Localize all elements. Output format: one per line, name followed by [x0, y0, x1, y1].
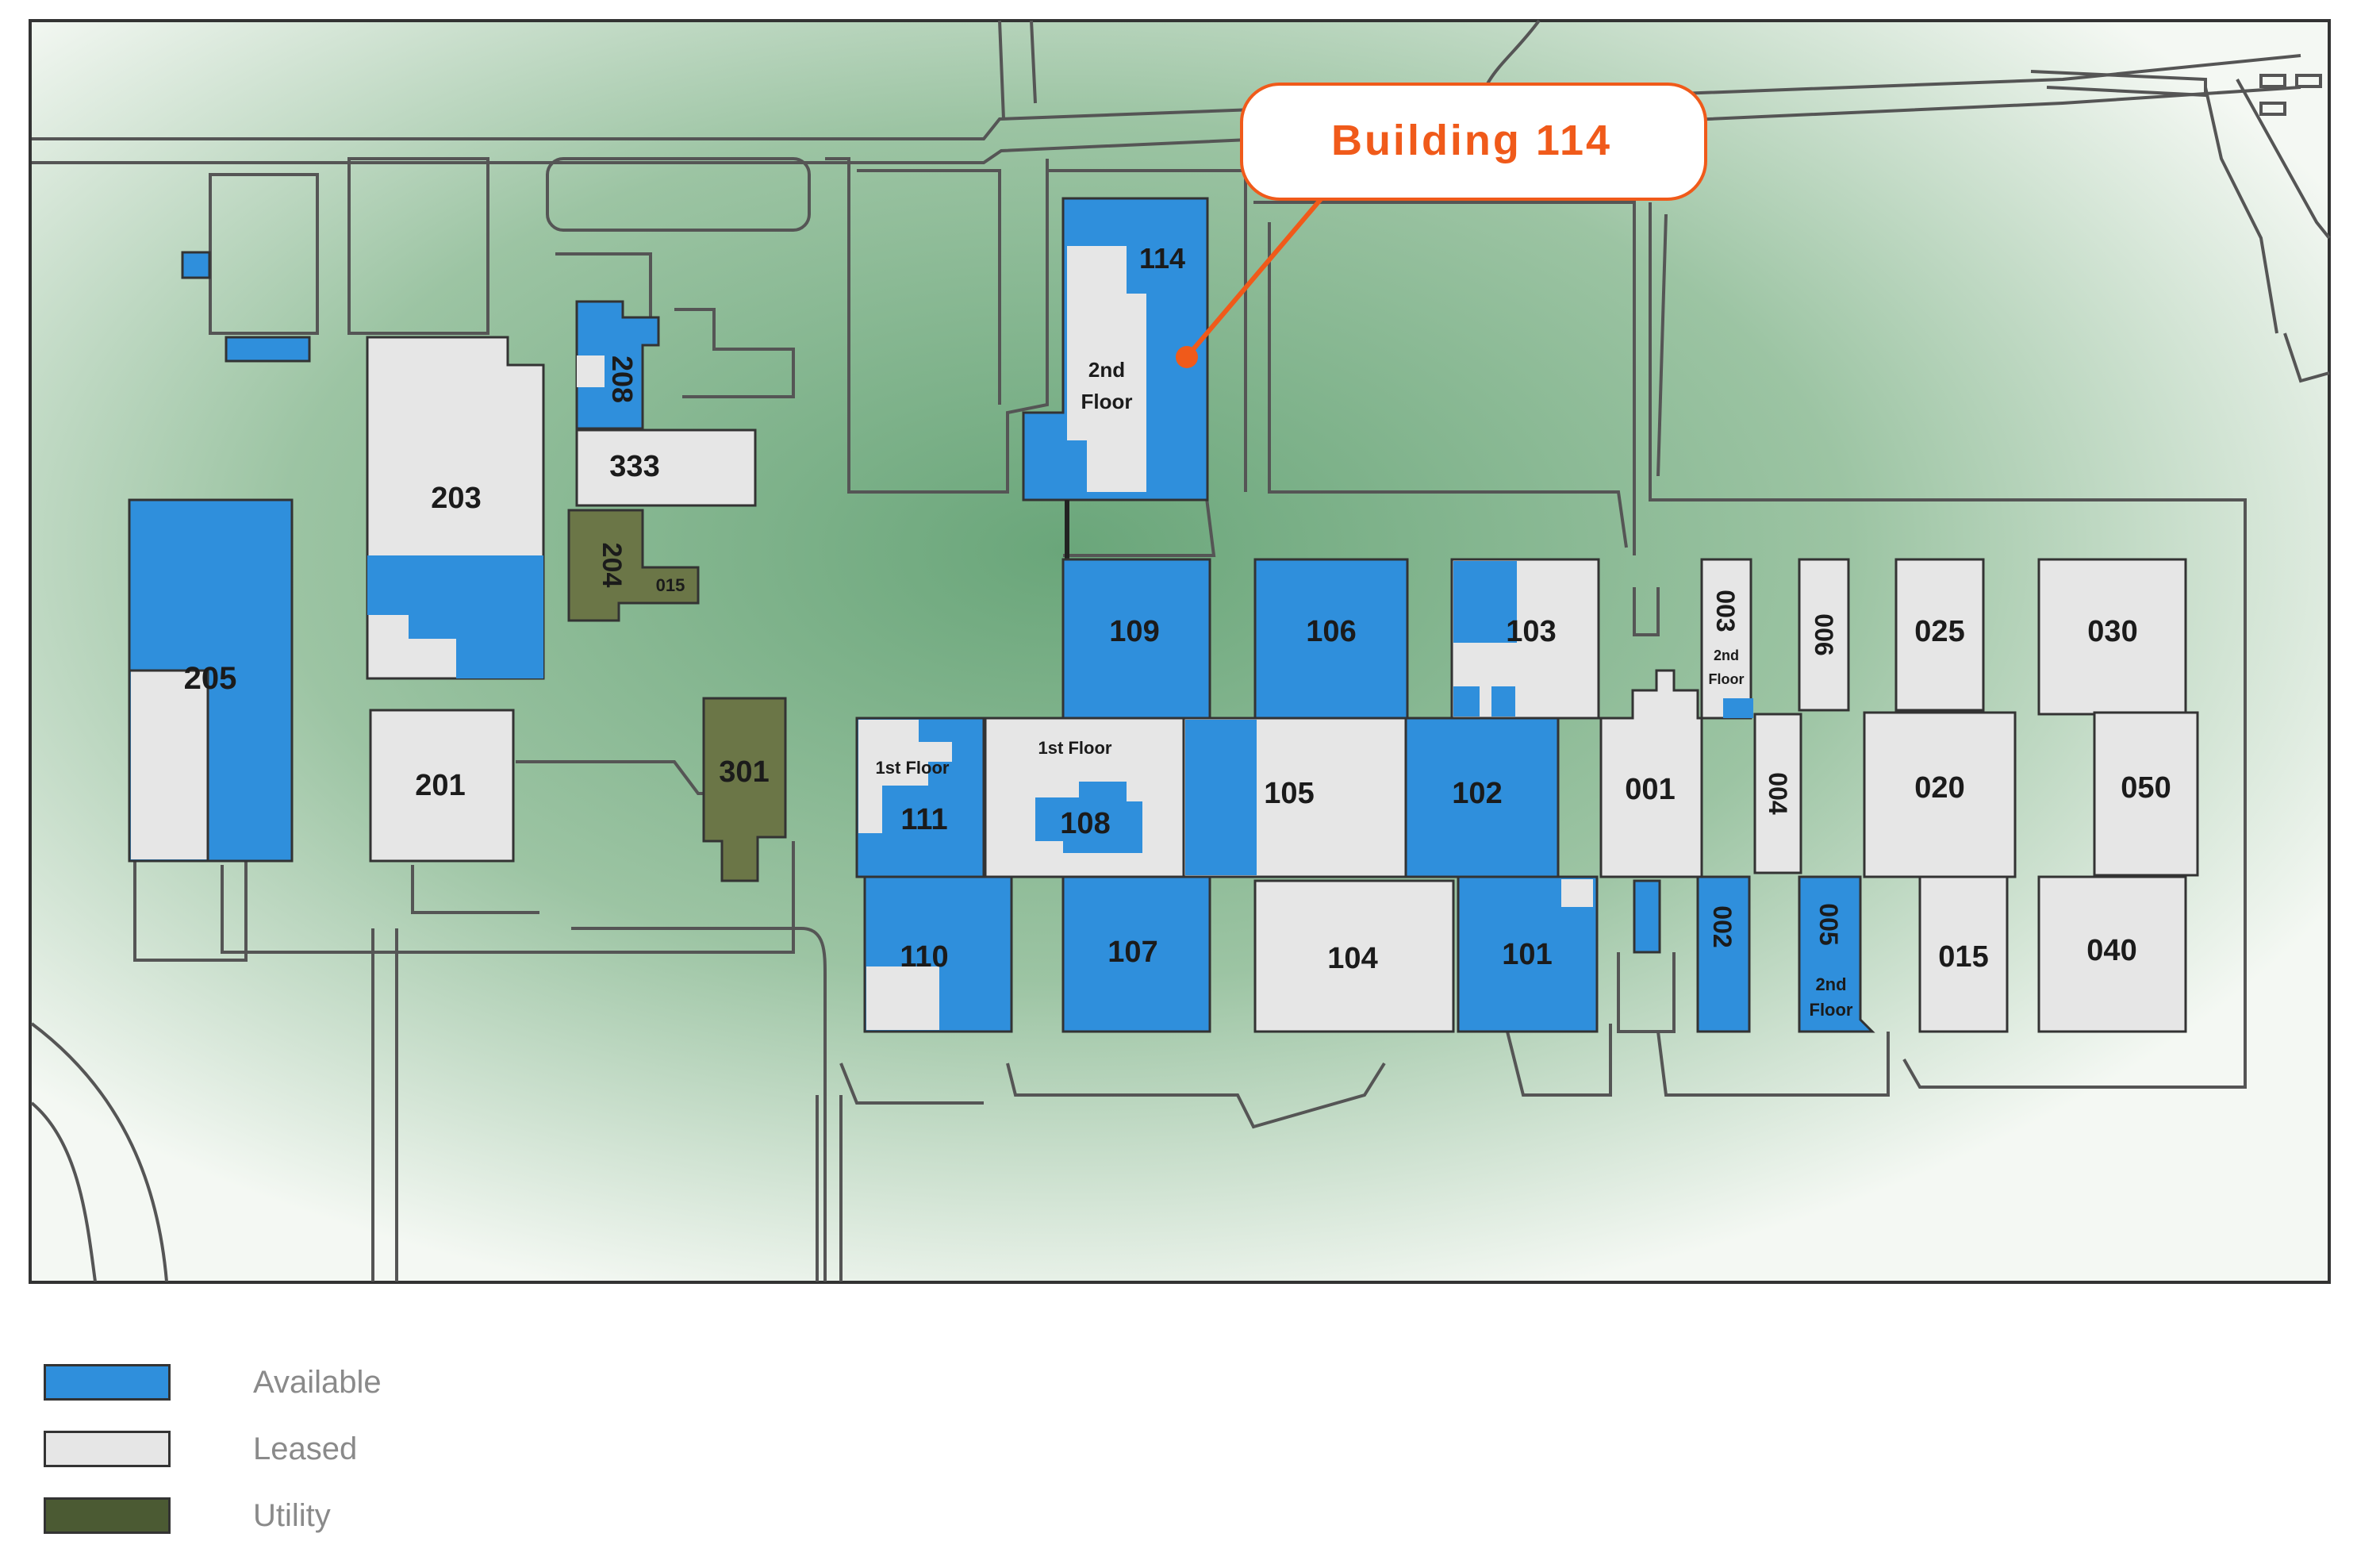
building-004[interactable]: 004	[1753, 713, 1802, 874]
legend-label-leased: Leased	[253, 1431, 358, 1466]
building-114-note-1: 2nd	[1088, 358, 1125, 382]
building-label-101: 101	[1502, 938, 1552, 971]
building-201[interactable]: 201	[369, 709, 515, 863]
building-label-106: 106	[1306, 615, 1356, 648]
building-003-note-2: Floor	[1709, 671, 1745, 687]
building-102[interactable]: 102	[1404, 717, 1560, 878]
building-015[interactable]: 015	[1918, 875, 2009, 1033]
legend-item-available: Available	[44, 1349, 382, 1416]
building-label-104: 104	[1327, 942, 1377, 975]
building-label-102: 102	[1452, 777, 1502, 810]
building-label-002: 002	[1708, 905, 1737, 947]
road-network	[30, 19, 2331, 1282]
building-label-015-small: 015	[656, 575, 685, 595]
building-bar-available[interactable]	[225, 336, 311, 363]
building-105[interactable]: 105	[1182, 717, 1407, 878]
building-103[interactable]: 103	[1450, 558, 1600, 720]
building-label-103: 103	[1506, 615, 1556, 648]
building-label-006: 006	[1810, 613, 1838, 655]
building-006[interactable]: 006	[1798, 558, 1850, 712]
building-label-110: 110	[900, 940, 948, 974]
building-003-note-1: 2nd	[1714, 648, 1739, 663]
building-small-available-2[interactable]	[1633, 879, 1661, 954]
building-label-005: 005	[1814, 903, 1843, 945]
legend-label-available: Available	[253, 1364, 382, 1400]
building-301[interactable]: 301	[702, 697, 787, 882]
building-label-003: 003	[1711, 590, 1740, 632]
building-005-note-2: Floor	[1810, 1000, 1853, 1020]
building-050[interactable]: 050	[2093, 711, 2199, 877]
building-003[interactable]: 003 2nd Floor	[1700, 558, 1753, 720]
building-label-109: 109	[1109, 615, 1159, 648]
callout-pointer	[1188, 193, 1327, 355]
callout-label: Building 114	[1331, 117, 1612, 164]
building-108-note: 1st Floor	[1038, 738, 1112, 758]
building-002[interactable]: 002	[1696, 875, 1751, 1033]
building-label-050: 050	[2121, 771, 2171, 805]
building-204[interactable]: 204 015	[567, 509, 700, 622]
building-109[interactable]: 109	[1061, 558, 1211, 720]
building-108[interactable]: 1st Floor 108	[984, 717, 1185, 878]
building-040[interactable]: 040	[2037, 875, 2187, 1033]
building-104[interactable]: 104	[1253, 879, 1455, 1033]
building-label-108: 108	[1060, 807, 1110, 840]
legend-item-leased: Leased	[44, 1416, 382, 1482]
building-label-111: 111	[900, 803, 947, 836]
building-small-available[interactable]	[181, 251, 211, 279]
building-110[interactable]: 110	[863, 875, 1013, 1033]
building-111[interactable]: 1st Floor 111	[855, 717, 985, 878]
building-label-301: 301	[719, 755, 769, 789]
building-label-107: 107	[1107, 936, 1157, 969]
building-label-201: 201	[415, 769, 465, 802]
building-label-333: 333	[609, 450, 659, 483]
building-114-note-2: Floor	[1081, 390, 1133, 413]
building-114[interactable]: 114 2nd Floor	[1022, 197, 1209, 501]
building-111-note: 1st Floor	[876, 758, 950, 778]
building-025[interactable]: 025	[1894, 558, 1985, 712]
building-label-004: 004	[1764, 772, 1792, 815]
building-label-030: 030	[2087, 615, 2137, 648]
building-333[interactable]: 333	[575, 428, 757, 507]
building-203[interactable]: 203	[366, 336, 545, 680]
legend-swatch-utility	[44, 1497, 171, 1534]
legend-item-utility: Utility	[44, 1482, 382, 1549]
legend-swatch-available	[44, 1364, 171, 1401]
building-208[interactable]: 208	[575, 300, 660, 430]
building-005[interactable]: 005 2nd Floor	[1798, 875, 1875, 1033]
building-label-203: 203	[431, 482, 481, 515]
building-107[interactable]: 107	[1061, 875, 1211, 1033]
building-030[interactable]: 030	[2037, 558, 2187, 716]
building-020[interactable]: 020	[1863, 711, 2017, 878]
building-106[interactable]: 106	[1253, 558, 1409, 720]
building-label-205: 205	[184, 661, 237, 696]
building-label-208: 208	[606, 355, 639, 403]
building-005-note-1: 2nd	[1815, 974, 1846, 994]
building-label-204: 204	[597, 543, 627, 588]
building-205[interactable]: 205	[128, 498, 294, 863]
legend-label-utility: Utility	[253, 1497, 331, 1533]
building-label-105: 105	[1264, 777, 1314, 810]
callout-box[interactable]	[1240, 83, 1707, 201]
building-label-114: 114	[1139, 242, 1185, 275]
building-label-020: 020	[1914, 771, 1964, 805]
map-legend: Available Leased Utility	[44, 1349, 382, 1549]
building-label-001: 001	[1625, 773, 1675, 806]
building-label-040: 040	[2086, 934, 2136, 967]
building-101[interactable]: 101	[1457, 875, 1599, 1033]
legend-swatch-leased	[44, 1431, 171, 1467]
building-label-015: 015	[1938, 940, 1988, 974]
building-label-025: 025	[1914, 615, 1964, 648]
callout-dot	[1176, 346, 1198, 368]
